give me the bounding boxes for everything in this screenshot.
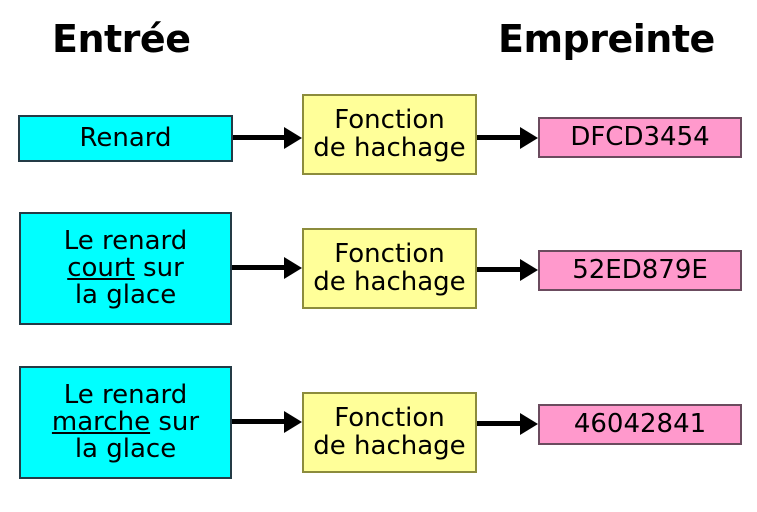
- function-line-1: Fonction: [334, 403, 445, 434]
- emphasized-word-suffix: sur: [150, 406, 200, 437]
- hash-box-row-3: 46042841: [538, 404, 742, 445]
- function-box-row-3: Fonction de hachage: [302, 392, 477, 473]
- function-line-1: Fonction: [334, 105, 445, 136]
- function-line-2: de hachage: [313, 132, 466, 163]
- input-line-2: marche sur: [21, 406, 230, 437]
- function-box-row-1: Fonction de hachage: [302, 94, 477, 175]
- input-line-1: Le renard: [63, 379, 188, 410]
- emphasized-word: marche: [51, 406, 151, 437]
- column-header-digest: Empreinte: [498, 17, 715, 61]
- hash-value: DFCD3454: [570, 121, 710, 152]
- input-box-row-3: Le renard marche sur la glace: [19, 366, 232, 479]
- hash-value: 46042841: [573, 408, 707, 439]
- function-line-2: de hachage: [313, 266, 466, 297]
- column-header-input: Entrée: [52, 17, 191, 61]
- input-box-row-2: Le renard court sur la glace: [19, 212, 232, 325]
- input-line-3: la glace: [74, 434, 177, 465]
- emphasized-word-suffix: sur: [134, 252, 184, 283]
- hash-value: 52ED879E: [572, 254, 708, 285]
- function-line-2: de hachage: [313, 430, 466, 461]
- input-line: Renard: [79, 122, 172, 153]
- input-box-row-1: Renard: [18, 115, 233, 162]
- hash-box-row-1: DFCD3454: [538, 117, 742, 158]
- input-line-3: la glace: [74, 280, 177, 311]
- function-line-1: Fonction: [334, 239, 445, 270]
- emphasized-word: court: [67, 252, 135, 283]
- input-line-2: court sur: [21, 252, 230, 283]
- function-box-row-2: Fonction de hachage: [302, 228, 477, 309]
- hash-box-row-2: 52ED879E: [538, 250, 742, 291]
- input-line-1: Le renard: [63, 225, 188, 256]
